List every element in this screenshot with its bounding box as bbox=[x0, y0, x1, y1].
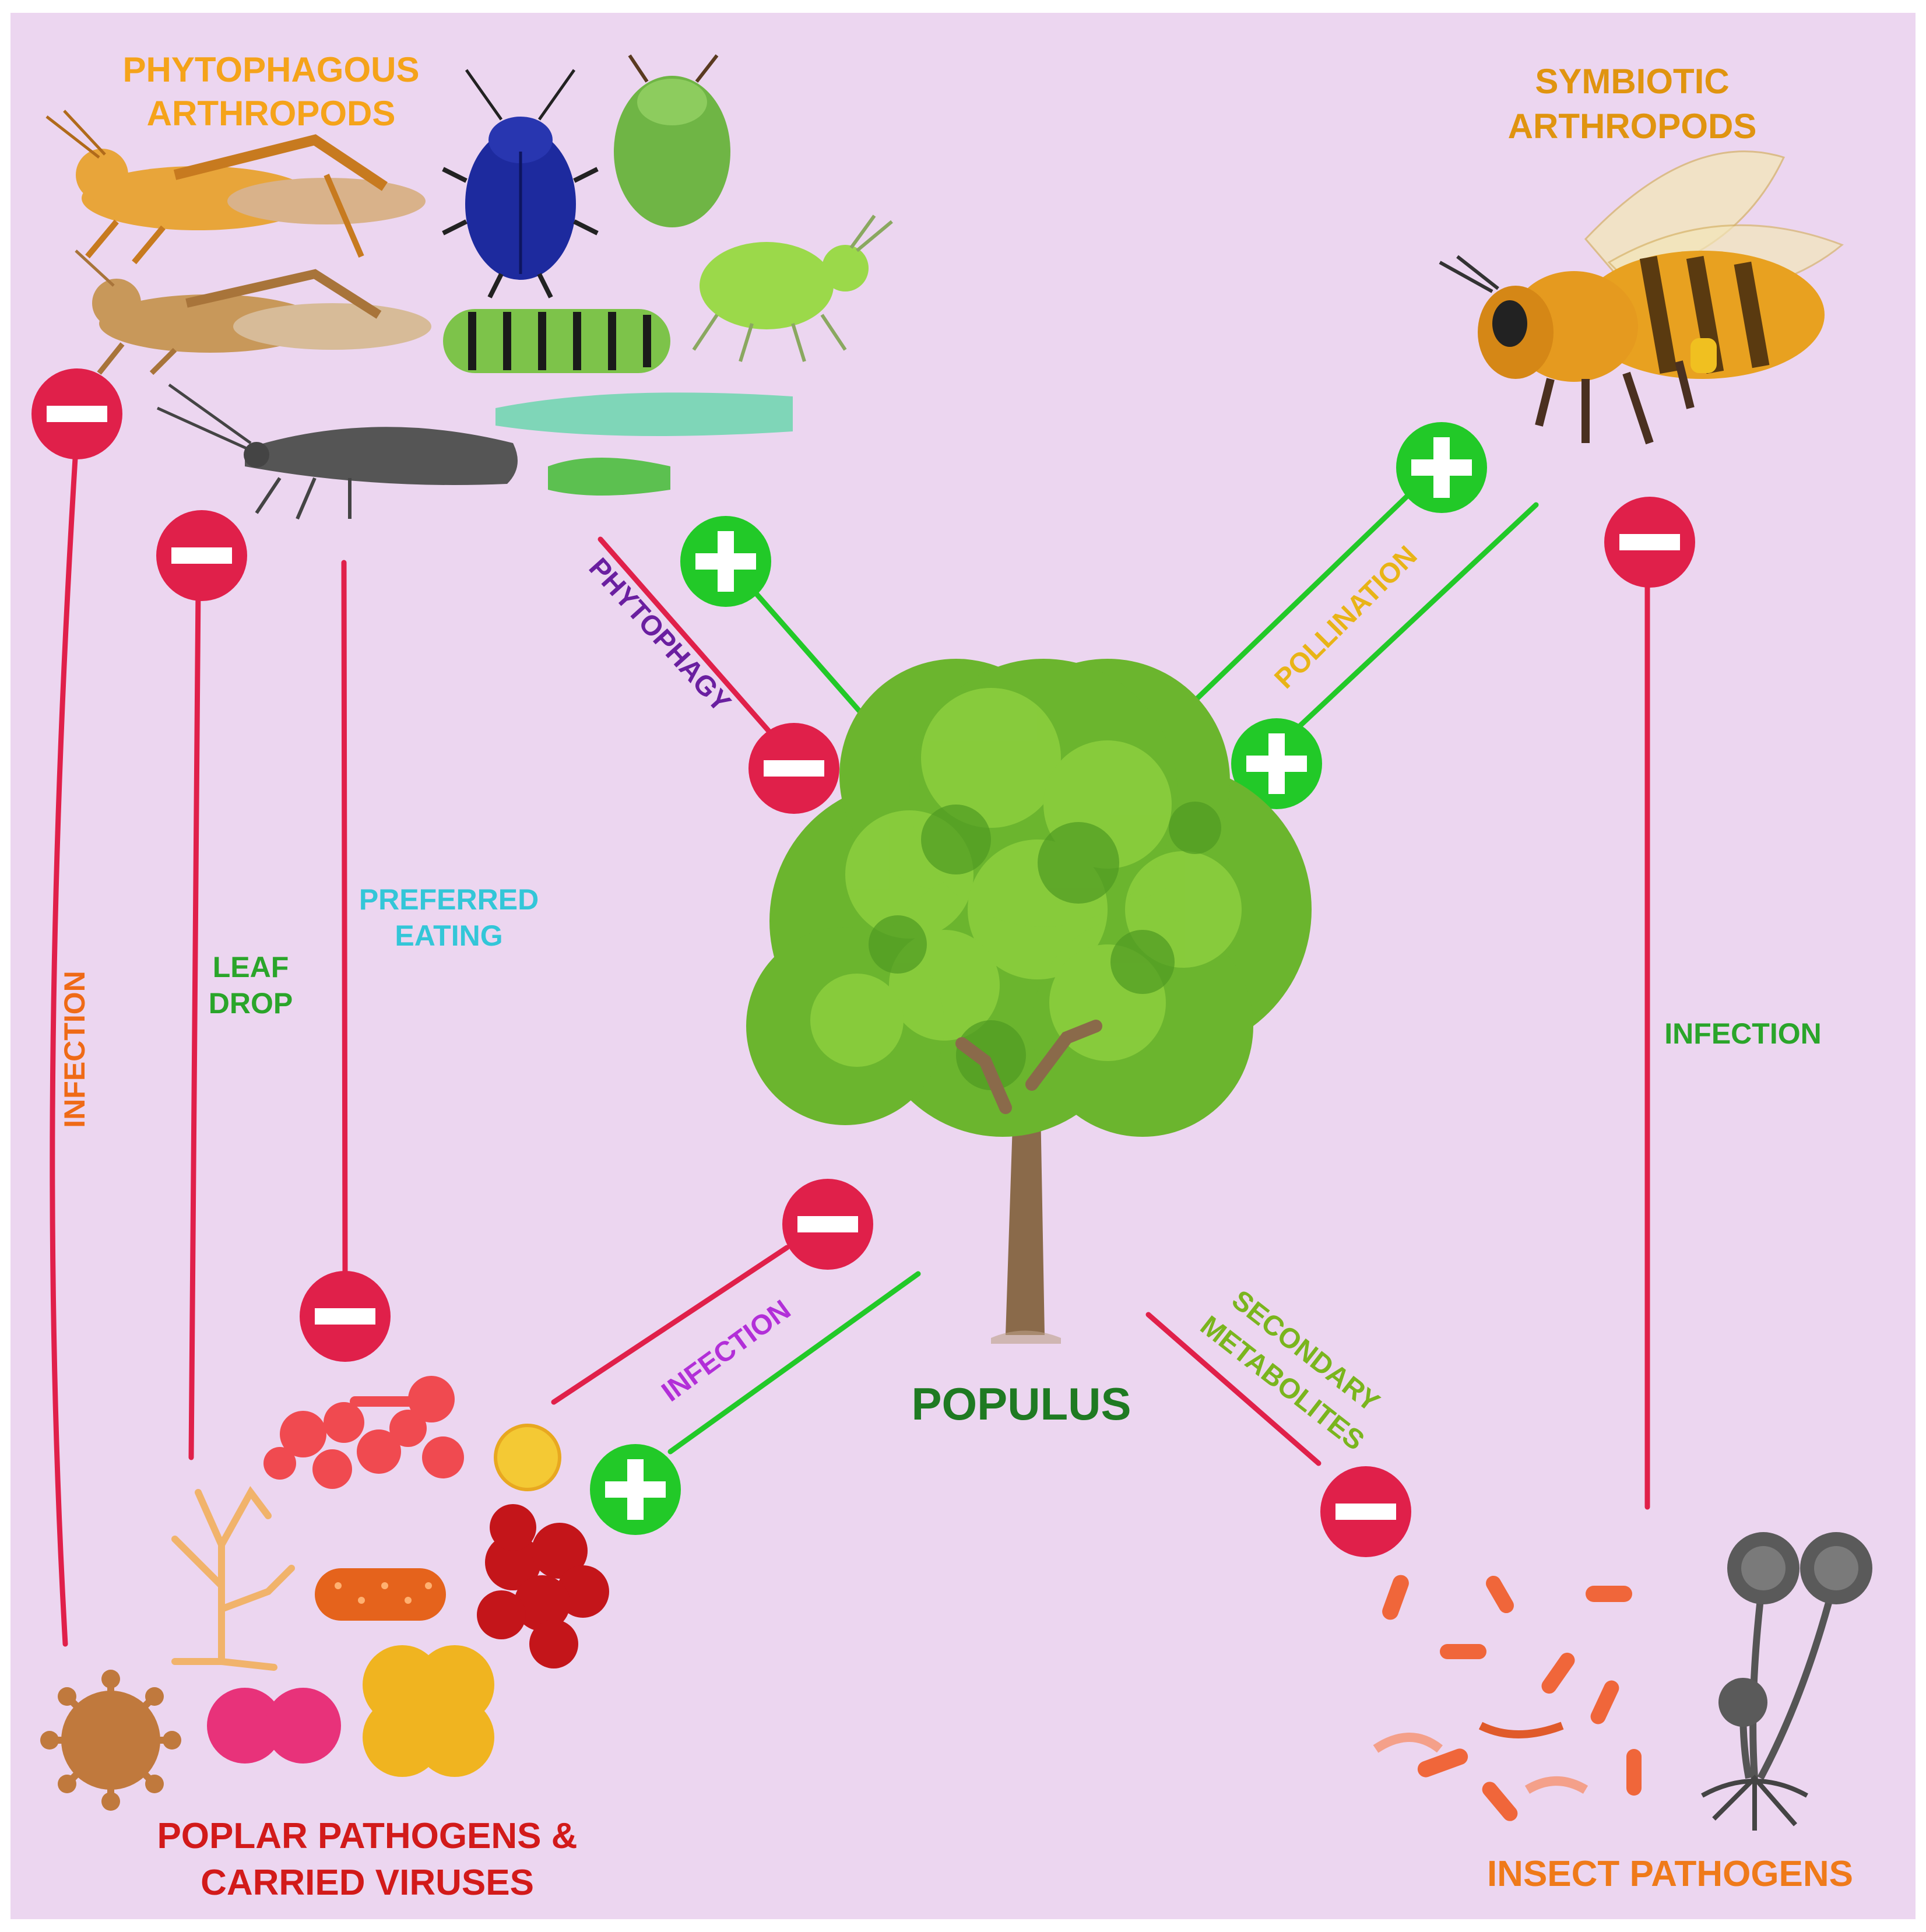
virus-icon bbox=[40, 1670, 181, 1811]
leaf-drop-line bbox=[188, 586, 201, 1460]
tetrad-icon bbox=[363, 1645, 494, 1777]
moth-icon bbox=[156, 383, 518, 520]
poplar-pathogens-line1: POPLAR PATHOGENS & bbox=[157, 1816, 577, 1856]
caterpillar-icon bbox=[443, 309, 670, 373]
poplar-pathogens-line2: CARRIED VIRUSES bbox=[201, 1863, 534, 1903]
phytophagy-negative-line bbox=[598, 536, 771, 733]
secondary-metabolites-line bbox=[1145, 1312, 1322, 1466]
hyphae-icon bbox=[171, 1485, 295, 1671]
leaf-beetle-icon bbox=[614, 54, 730, 227]
infection-center-negative-line bbox=[551, 1245, 790, 1405]
leaf-drop-line1: LEAF bbox=[213, 951, 289, 983]
minus-icon bbox=[748, 723, 839, 814]
minus-icon bbox=[1320, 1466, 1411, 1557]
mold-fungus-icon bbox=[1701, 1532, 1872, 1831]
phytophagous-title-line1: PHYTOPHAGOUS bbox=[123, 50, 420, 89]
preferred-eating-line bbox=[341, 560, 348, 1280]
minus-icon bbox=[156, 510, 247, 601]
aphid-icon bbox=[692, 215, 893, 362]
leaf-drop-line2: DROP bbox=[209, 987, 293, 1020]
infection-left-label: INFECTION bbox=[58, 971, 91, 1127]
plus-icon bbox=[590, 1444, 681, 1535]
infection-left-line bbox=[50, 446, 79, 1647]
insect-pathogens-label: INSECT PATHOGENS bbox=[1487, 1854, 1853, 1894]
pollination-line-b bbox=[1297, 502, 1539, 729]
plus-icon bbox=[680, 516, 771, 607]
preferred-eating-line2: EATING bbox=[395, 919, 502, 952]
bacteria-field-icon bbox=[1373, 1575, 1642, 1821]
connector-lines bbox=[50, 446, 1650, 1647]
beetle-icon bbox=[442, 69, 599, 298]
spore-icon bbox=[494, 1424, 561, 1491]
infection-right-label: INFECTION bbox=[1664, 1017, 1821, 1050]
fungus-cluster-icon bbox=[263, 1376, 464, 1489]
symbiotic-title-line1: SYMBIOTIC bbox=[1535, 62, 1729, 101]
pollination-line-a bbox=[1166, 493, 1411, 729]
minus-icon bbox=[31, 368, 122, 459]
bacterium-icon bbox=[315, 1568, 446, 1621]
honeybee-icon bbox=[1439, 150, 1844, 445]
minus-icon bbox=[782, 1179, 873, 1270]
grasshopper-icon bbox=[75, 250, 431, 375]
minus-icon bbox=[1604, 497, 1695, 588]
tree-illustration bbox=[746, 659, 1312, 1344]
grasshopper-icon bbox=[45, 110, 426, 265]
symbiotic-title-line2: ARTHROPODS bbox=[1508, 107, 1757, 146]
phytophagous-title-line2: ARTHROPODS bbox=[147, 94, 396, 133]
plus-icon bbox=[1396, 422, 1487, 513]
hornworm-icon bbox=[495, 392, 793, 496]
infection-center-positive-line bbox=[667, 1271, 921, 1455]
red-cell-cluster-icon bbox=[477, 1504, 609, 1668]
minus-icon bbox=[300, 1271, 391, 1362]
populus-label: POPULUS bbox=[911, 1378, 1131, 1429]
diplococcus-icon bbox=[207, 1688, 341, 1764]
preferred-eating-line1: PREFERRED bbox=[359, 883, 539, 916]
